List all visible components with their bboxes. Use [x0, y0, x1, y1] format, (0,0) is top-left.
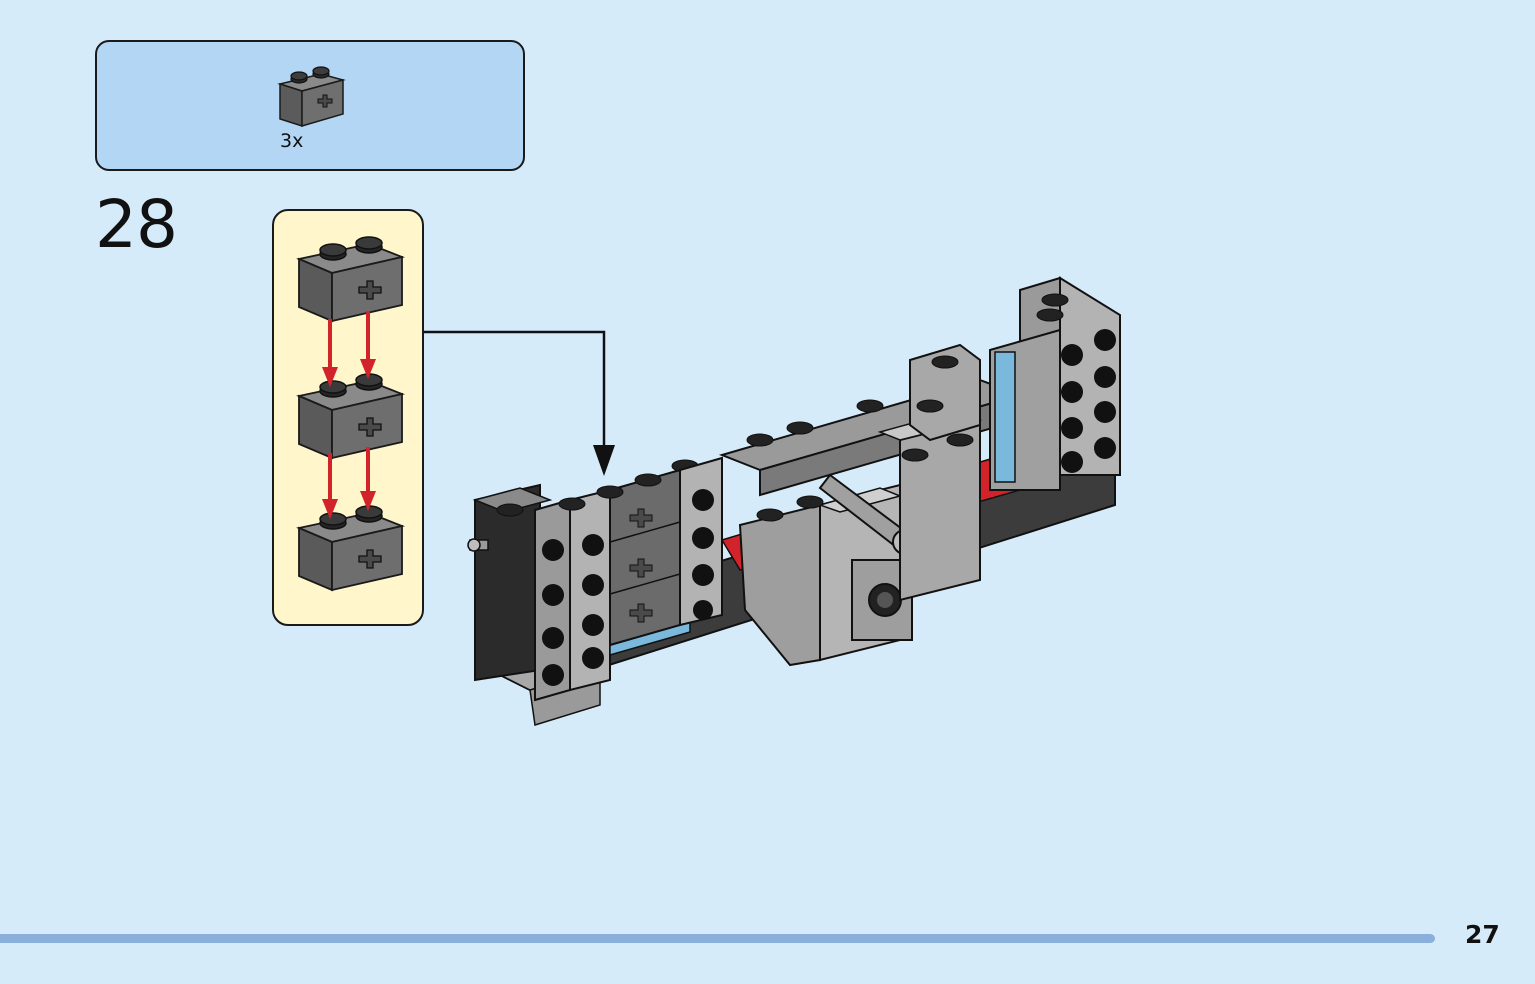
red-arrow-icon [322, 311, 376, 519]
part-quantity: 3x [280, 130, 304, 152]
page-number: 27 [1465, 920, 1500, 949]
subassembly-diagram [298, 236, 403, 591]
subassembly-callout [272, 209, 424, 626]
step-number: 28 [95, 186, 178, 263]
model-assembly-diagram [467, 276, 1121, 726]
parts-list-box: 3x [95, 40, 525, 171]
technic-brick-icon [277, 66, 346, 128]
footer-progress-bar [0, 934, 1435, 943]
